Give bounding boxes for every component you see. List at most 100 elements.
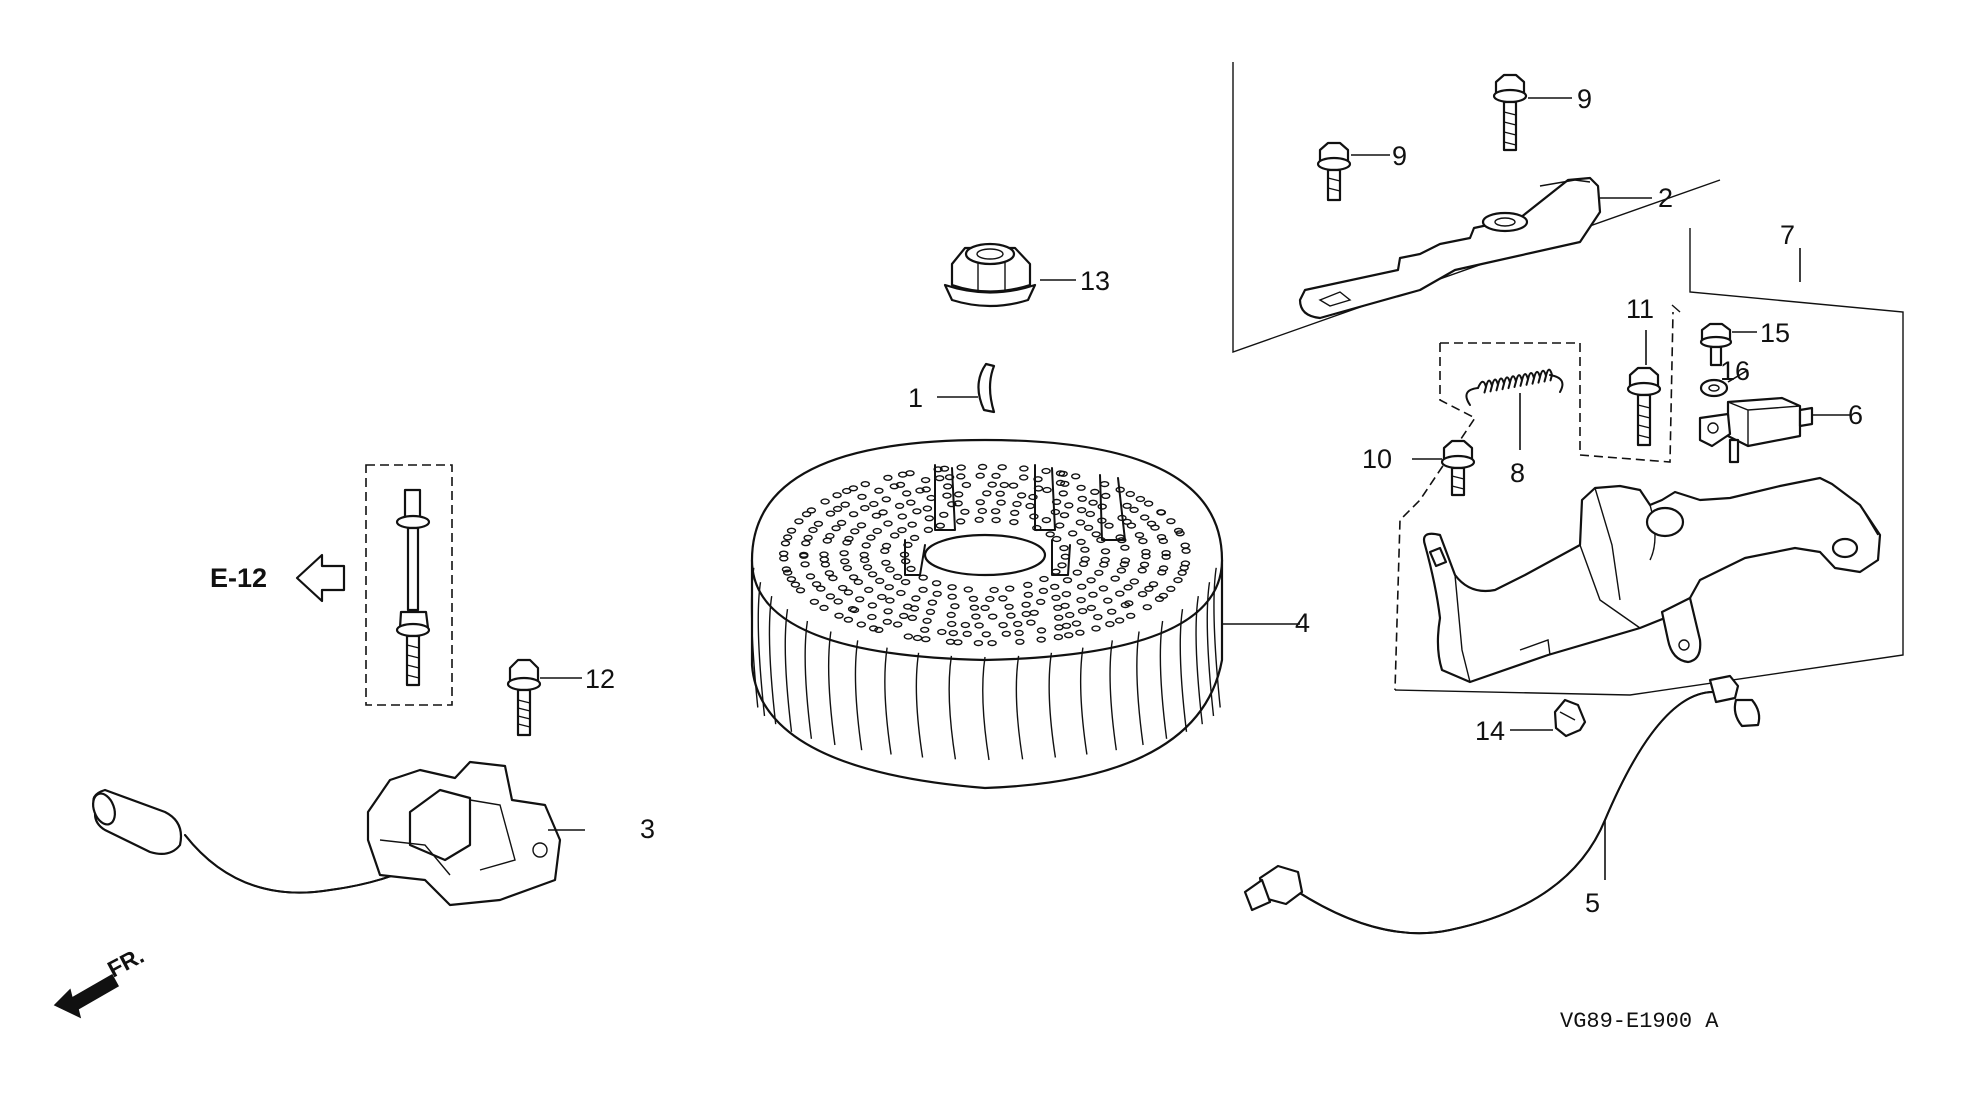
flywheel-hole	[806, 507, 817, 514]
flywheel-fin	[1179, 608, 1188, 732]
flywheel-hole	[1029, 513, 1039, 520]
part-1-woodruff-key	[977, 362, 996, 414]
flywheel-hole	[1076, 596, 1086, 604]
flywheel-hole	[1042, 486, 1052, 494]
flywheel-hole	[925, 608, 936, 616]
flywheel-hole	[1064, 611, 1075, 619]
callout-8: 8	[1510, 458, 1525, 488]
front-direction-indicator: FR.	[53, 942, 148, 1019]
flywheel-hole	[805, 573, 816, 580]
flywheel-fin	[884, 647, 892, 755]
flywheel-hole	[1023, 581, 1033, 589]
flywheel-hole	[1161, 553, 1171, 560]
flywheel-hole	[1129, 506, 1139, 514]
part-6-stop-switch	[1698, 396, 1814, 464]
flywheel-hole	[1177, 569, 1187, 576]
callout-4: 4	[1295, 608, 1310, 638]
flywheel-hole	[995, 490, 1005, 497]
flywheel-hole	[1062, 577, 1073, 584]
flywheel-hole	[1026, 619, 1036, 626]
flywheel-hole	[860, 481, 870, 488]
flywheel-hole	[1051, 498, 1062, 506]
flywheel-hole	[783, 534, 793, 541]
flywheel-hole	[867, 571, 878, 578]
flywheel-hole	[1091, 625, 1101, 632]
flywheel-hole	[825, 532, 835, 540]
flywheel-hole	[1090, 488, 1100, 496]
flywheel-hole	[1101, 492, 1111, 500]
flywheel-hole	[808, 526, 818, 534]
flywheel-hole	[850, 528, 860, 535]
flywheel-hole	[1012, 500, 1022, 508]
flywheel-hole	[1077, 495, 1088, 502]
flywheel-hole	[1166, 518, 1176, 525]
flywheel-hole	[1028, 493, 1038, 501]
flywheel-hole	[892, 573, 903, 581]
flywheel-fin	[1159, 620, 1168, 739]
flywheel-hole	[843, 616, 854, 623]
flywheel-hole	[1053, 614, 1064, 621]
flywheel-fin	[804, 620, 813, 739]
flywheel-hole	[820, 498, 830, 505]
flywheel-hole	[1104, 522, 1114, 529]
flywheel-hole	[1080, 546, 1090, 553]
flywheel-hole	[819, 604, 829, 612]
flywheel-hole	[903, 541, 913, 549]
flywheel-hole	[881, 559, 891, 566]
flywheel-hole	[963, 586, 973, 593]
flywheel-hole	[973, 639, 984, 647]
flywheel-hole	[974, 622, 984, 629]
flywheel-hole	[842, 539, 852, 546]
flywheel-hole	[900, 578, 911, 586]
flywheel-hole	[816, 585, 826, 592]
flywheel-hole	[1181, 547, 1191, 554]
flywheel-hole	[927, 599, 938, 606]
flywheel-hole	[937, 628, 947, 636]
flywheel-hole	[945, 638, 956, 645]
flywheel-fin	[750, 567, 759, 708]
flywheel-hole	[1036, 627, 1047, 634]
callout-1: 1	[908, 383, 923, 413]
flywheel-hole	[1023, 591, 1034, 598]
flywheel-hole	[893, 621, 903, 628]
flywheel-hole	[947, 584, 957, 591]
callout-15: 15	[1760, 318, 1790, 348]
flywheel-hole	[997, 464, 1007, 471]
flywheel-hole	[1122, 502, 1132, 509]
flywheel-hole	[874, 487, 884, 494]
flywheel-hole	[921, 486, 931, 493]
flywheel-fin	[1015, 655, 1024, 760]
flywheel-hole	[906, 499, 916, 506]
flywheel-hole	[848, 574, 859, 581]
flywheel-hole	[1141, 548, 1151, 556]
flywheel-hole	[853, 578, 863, 586]
flywheel-hole	[881, 542, 892, 550]
flywheel-hole	[911, 595, 921, 602]
flywheel-hole	[836, 519, 847, 527]
flywheel-hole	[948, 629, 958, 637]
flywheel-hole	[899, 612, 909, 620]
flywheel-fin	[827, 631, 836, 746]
flywheel-hole	[831, 525, 841, 532]
flywheel-hole	[1156, 509, 1166, 516]
flywheel-hole	[947, 501, 957, 508]
flywheel-hole	[884, 584, 894, 591]
flywheel-hole	[907, 614, 918, 622]
flywheel-fin	[784, 608, 793, 732]
leader-lines	[540, 97, 1850, 880]
flywheel-hole	[1053, 633, 1064, 641]
flywheel-hole	[883, 474, 893, 481]
flywheel-hole	[1006, 612, 1016, 619]
flywheel-hole	[920, 626, 930, 633]
flywheel-hole	[1173, 576, 1183, 584]
flywheel-hole	[832, 505, 843, 513]
callout-16: 16	[1720, 356, 1750, 386]
flywheel-hole	[1125, 490, 1136, 498]
flywheel-hole	[1021, 610, 1032, 618]
flywheel-hole	[838, 584, 848, 592]
flywheel-hole	[988, 613, 998, 620]
flywheel-hole	[1075, 629, 1085, 636]
flywheel-hole	[991, 472, 1001, 479]
flywheel-fin	[1206, 582, 1215, 717]
flywheel-hole	[842, 565, 852, 572]
